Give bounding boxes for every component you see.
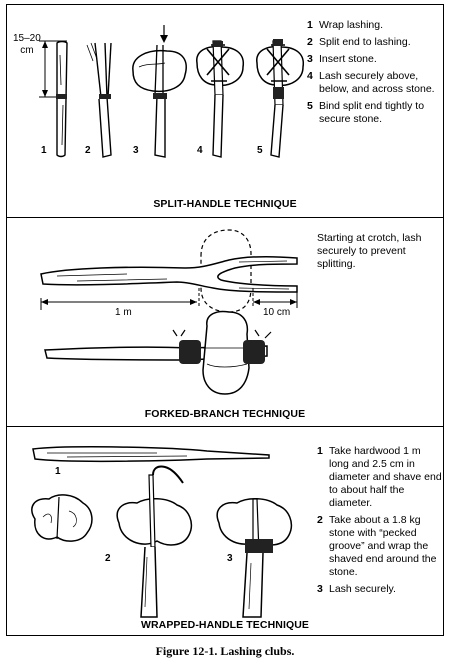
panel-divider <box>7 426 443 427</box>
wrapped-handle-illustrations: 1 2 3 <box>31 446 293 618</box>
stick-1-icon <box>56 40 68 158</box>
stick-4-lashed-icon <box>196 40 245 158</box>
dimension-1m: 1 m <box>115 307 132 318</box>
forked-branch-illustrations: 1 m 10 cm <box>40 229 298 395</box>
figure-label-1: 1 <box>41 145 47 156</box>
forked-branch-panel: 1 m 10 cm Starting at crotch, lash secur… <box>7 218 443 426</box>
figure-label-3: 3 <box>227 553 233 564</box>
dimension-10cm: 10 cm <box>263 307 290 318</box>
stick-5-bound-icon <box>256 39 305 158</box>
split-handle-illustrations: 1 2 3 4 5 <box>39 25 305 158</box>
split-handle-title: SPLIT-HANDLE TECHNIQUE <box>153 198 297 210</box>
wrapped-handle-title: WRAPPED-HANDLE TECHNIQUE <box>140 619 310 631</box>
figure-caption: Figure 12-1. Lashing clubs. <box>155 644 295 658</box>
figure-label-3: 3 <box>133 145 139 156</box>
forked-branch-note: Starting at crotch, lash securely to pre… <box>317 232 422 270</box>
panel-divider <box>7 217 443 218</box>
figure-label-2: 2 <box>105 553 111 564</box>
dimension-label: 15–20 cm <box>13 33 41 56</box>
figure-label-5: 5 <box>257 145 263 156</box>
figure-label-1: 1 <box>55 466 61 477</box>
figure-label-2: 2 <box>85 145 91 156</box>
figure-label-4: 4 <box>197 145 203 156</box>
forked-branch-title: FORKED-BRANCH TECHNIQUE <box>144 408 306 420</box>
stick-2-icon <box>86 42 112 158</box>
stick-3-stone-icon <box>132 25 187 158</box>
